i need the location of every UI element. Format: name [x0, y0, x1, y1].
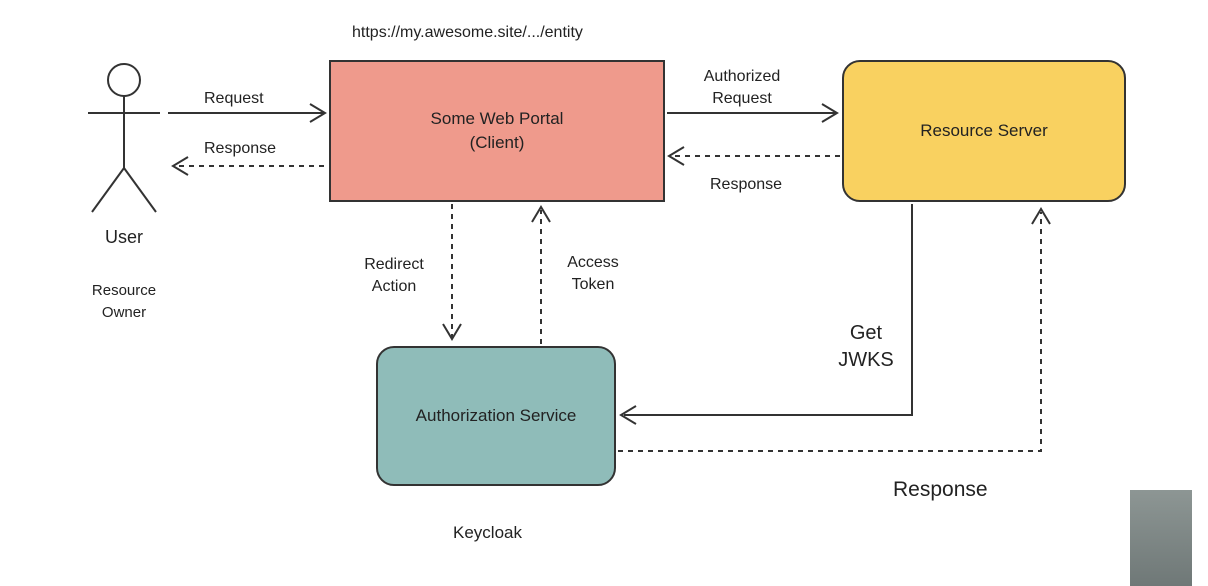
get-jwks-label: Get JWKS [826, 320, 906, 374]
client-box: Some Web Portal (Client) [329, 60, 665, 202]
resource-server-label: Resource Server [920, 121, 1048, 140]
redirect-action-arrow [442, 204, 462, 341]
response-to-user-arrow [171, 156, 324, 176]
redirect-action-line2: Action [371, 278, 417, 295]
response-to-user-label: Response [204, 140, 277, 157]
user-label: User [104, 227, 143, 247]
authorized-request-line1: Authorized [703, 68, 781, 85]
access-token-label: Access Token [548, 252, 638, 296]
get-jwks-arrow [619, 204, 913, 425]
client-url: https://my.awesome.site/.../entity [352, 24, 583, 41]
video-thumbnail [1130, 490, 1192, 586]
request-arrow [168, 103, 327, 123]
keycloak-caption: Keycloak [453, 523, 522, 542]
user-role-line2: Owner [101, 304, 147, 321]
access-token-line2: Token [571, 276, 615, 293]
user-role-line1: Resource [91, 282, 157, 299]
request-label: Request [204, 90, 264, 107]
resource-server-box: Resource Server [842, 60, 1126, 202]
access-token-line1: Access [567, 254, 619, 271]
response-to-resource-server-arrow [618, 207, 1051, 452]
authorized-request-label: Authorized Request [682, 66, 802, 110]
authorization-service-label: Authorization Service [415, 406, 577, 425]
authorization-service-box: Authorization Service [376, 346, 616, 486]
authorized-request-arrow [667, 103, 839, 123]
access-token-arrow [531, 205, 551, 344]
response-to-client-arrow [667, 146, 840, 166]
get-jwks-line1: Get [849, 322, 883, 344]
get-jwks-line2: JWKS [838, 349, 894, 371]
user-role: Resource Owner [64, 280, 184, 324]
client-subtitle: (Client) [469, 133, 525, 152]
redirect-action-line1: Redirect [364, 256, 424, 273]
authorized-request-line2: Request [712, 90, 772, 107]
client-title: Some Web Portal [430, 109, 564, 128]
user-icon [88, 63, 160, 213]
response-to-resource-server-label: Response [893, 478, 988, 501]
redirect-action-label: Redirect Action [344, 254, 444, 298]
response-to-client-label: Response [710, 176, 783, 193]
